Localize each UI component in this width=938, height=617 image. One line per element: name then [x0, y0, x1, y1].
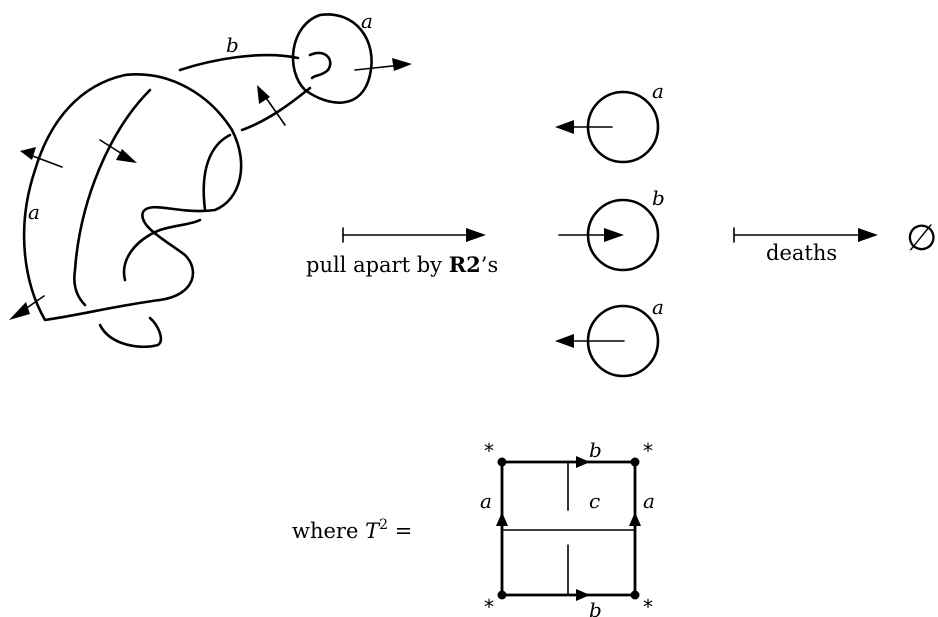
- arrowhead-icon: [20, 147, 36, 160]
- normal-arrow: [29, 154, 63, 168]
- arrowhead-icon: [116, 149, 137, 163]
- torus-label-top: b: [589, 438, 602, 462]
- deaths-caption: deaths: [766, 241, 837, 265]
- corner-star: *: [484, 595, 494, 617]
- arrowhead-icon: [858, 228, 878, 242]
- surface-band: [240, 86, 312, 132]
- surface-top-blob: [291, 13, 373, 104]
- corner-star: *: [643, 439, 653, 463]
- corner-vertex: [497, 457, 507, 467]
- circle-label: a: [652, 79, 664, 103]
- surface-inner-strand: [73, 88, 152, 307]
- map-arrow-pull-apart: pull apart by R2’s: [306, 227, 498, 277]
- arrowhead-icon: [576, 589, 590, 601]
- arrowhead-icon: [629, 512, 641, 526]
- torus-definition: where T2 = * * * * b b a a c: [292, 438, 655, 617]
- map-arrow-deaths: deaths: [733, 227, 878, 265]
- corner-vertex: [497, 590, 507, 600]
- surface-inner-strand: [202, 133, 232, 212]
- corner-star: *: [643, 595, 653, 617]
- empty-set-symbol: ∅: [906, 218, 937, 259]
- surface-diagram: a b a: [9, 9, 412, 349]
- torus-label-right: a: [643, 489, 655, 513]
- circle-label: a: [652, 295, 664, 319]
- arrowhead-icon: [555, 334, 574, 348]
- arrowhead-icon: [555, 120, 574, 134]
- corner-vertex: [630, 457, 640, 467]
- torus-label-bottom: b: [589, 598, 602, 617]
- corner-star: *: [484, 439, 494, 463]
- circle-label: b: [652, 186, 665, 210]
- surface-top-blob-inner: [308, 51, 332, 80]
- arrowhead-icon: [604, 228, 624, 242]
- arrowhead-icon: [496, 512, 508, 526]
- corner-vertex: [630, 590, 640, 600]
- arrowhead-icon: [466, 228, 486, 242]
- where-caption: where T2 =: [292, 517, 412, 543]
- arrowhead-icon: [257, 85, 270, 104]
- torus-label-center: c: [589, 489, 600, 513]
- arrowhead-icon: [576, 456, 590, 468]
- label-b-top: b: [226, 33, 239, 57]
- surface-outer-curve: [22, 73, 243, 322]
- circles-column: a b a: [555, 79, 665, 378]
- torus-label-left: a: [480, 489, 492, 513]
- arrowhead-icon: [9, 302, 30, 320]
- label-a-top: a: [361, 9, 373, 33]
- arrowhead-icon: [392, 58, 412, 71]
- pull-apart-caption: pull apart by R2’s: [306, 252, 498, 277]
- surface-band: [178, 53, 300, 72]
- surface-lower-lobe: [98, 316, 163, 349]
- surface-inner-strand: [122, 218, 202, 282]
- label-a-left: a: [28, 200, 40, 224]
